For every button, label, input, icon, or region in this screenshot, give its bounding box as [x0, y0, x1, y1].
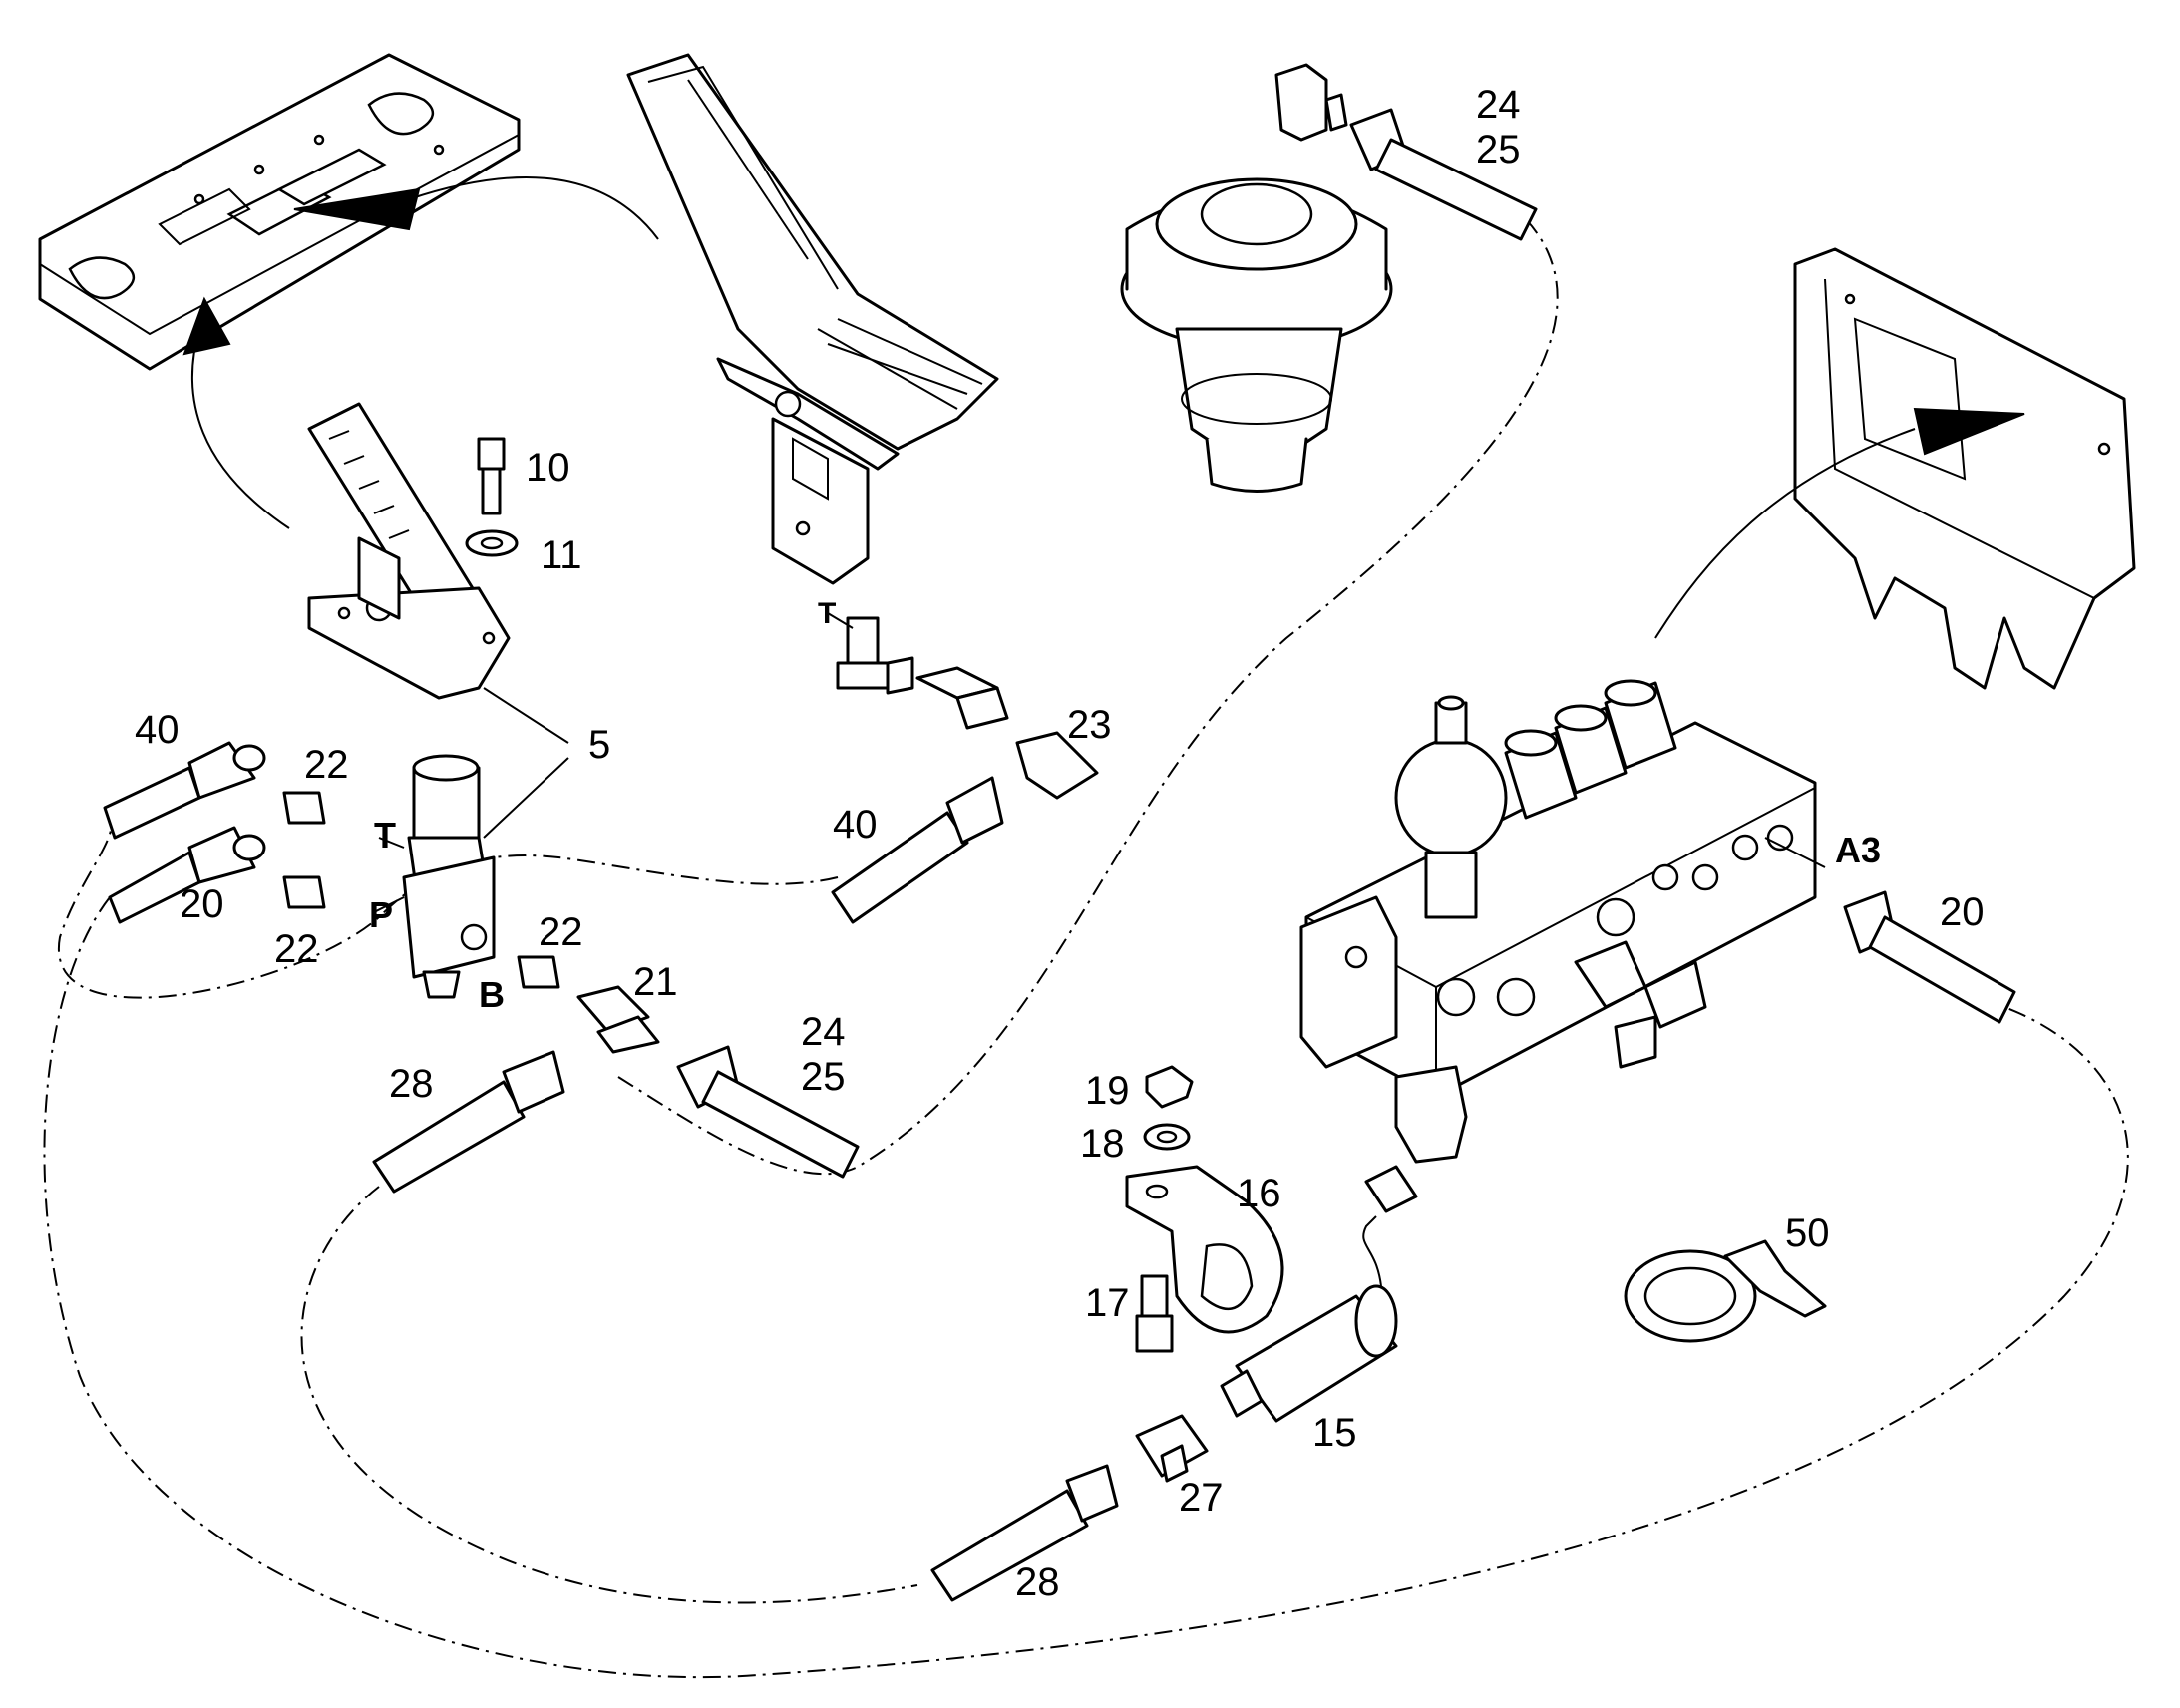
callout-50: 50 [1785, 1211, 1830, 1255]
floor-plate-arrow [182, 175, 659, 529]
port-label-p-valve: P [369, 894, 393, 935]
callout-24-top: 24 [1476, 83, 1521, 127]
port-label-t-pedal: T [818, 597, 836, 630]
callout-25-left: 25 [801, 1055, 846, 1099]
callout-20-left: 20 [180, 882, 224, 926]
callout-40-left: 40 [135, 708, 180, 752]
clamp-16 [1125, 1165, 1284, 1334]
callout-28-bottom: 28 [1015, 1560, 1060, 1604]
cable-tie-50 [1624, 1239, 1827, 1343]
callout-22-right: 22 [539, 910, 583, 954]
valve-block-a3 [1299, 721, 1817, 1164]
motor-gearbox [1120, 63, 1393, 493]
fitting-t-port [836, 616, 914, 695]
tee-fitting-21 [576, 985, 660, 1054]
callout-18: 18 [1080, 1122, 1125, 1166]
callout-11: 11 [541, 533, 582, 577]
hose-40-upper [103, 741, 266, 840]
accumulator [1394, 695, 1508, 919]
port-label-t-valve: T [374, 815, 396, 855]
callout-15: 15 [1312, 1411, 1357, 1455]
callout-20-right: 20 [1940, 890, 1985, 934]
hose-20-left [108, 826, 266, 924]
hose-24-25-top [1349, 108, 1538, 241]
pressure-switch-15 [1220, 1165, 1418, 1423]
callout-17: 17 [1085, 1281, 1130, 1325]
floor-plate [38, 53, 521, 371]
callout-21: 21 [633, 960, 678, 1004]
callout-24-left: 24 [801, 1010, 846, 1054]
nipple-22-a [282, 791, 326, 825]
hose-20-right [1843, 890, 2016, 1024]
tee-fitting-23 [915, 666, 1009, 730]
bracket-plate [1793, 247, 2136, 690]
callout-25-top: 25 [1476, 128, 1521, 171]
port-label-b-valve: B [479, 974, 505, 1015]
callout-5: 5 [588, 723, 610, 767]
accelerator-pedal [626, 53, 999, 585]
nipple-22-b [282, 875, 326, 909]
hose-24-25-left [676, 1045, 860, 1179]
hose-40-center [831, 776, 1004, 924]
hose-28-left [372, 1050, 565, 1194]
screw-17 [1135, 1274, 1174, 1353]
washer-11 [465, 529, 519, 557]
solenoid-coils [1504, 679, 1677, 820]
callout-10: 10 [526, 446, 570, 490]
callout-19: 19 [1085, 1069, 1130, 1113]
callout-22-lower: 22 [274, 927, 319, 971]
washer-18 [1143, 1123, 1191, 1151]
elbow-fitting-23 [1015, 731, 1099, 800]
hose-routing-lines [43, 218, 2129, 1679]
port-label-a3: A3 [1835, 830, 1881, 870]
callout-27: 27 [1179, 1476, 1224, 1520]
foot-valve-pedal [307, 402, 511, 700]
callout-40-center: 40 [833, 803, 878, 847]
foot-valve-body [402, 754, 496, 999]
hose-28-bottom [930, 1464, 1119, 1602]
callout-16: 16 [1237, 1172, 1281, 1215]
nut-19 [1145, 1065, 1194, 1109]
callout-28-left: 28 [389, 1062, 434, 1106]
bracket-plate-arrow [1654, 407, 2025, 639]
adapter-27 [1135, 1414, 1209, 1483]
screw-10 [477, 437, 506, 515]
nipple-22-c [517, 955, 560, 989]
callout-23: 23 [1067, 703, 1112, 747]
leader-lines [373, 612, 1826, 913]
callout-22-upper: 22 [304, 743, 349, 787]
